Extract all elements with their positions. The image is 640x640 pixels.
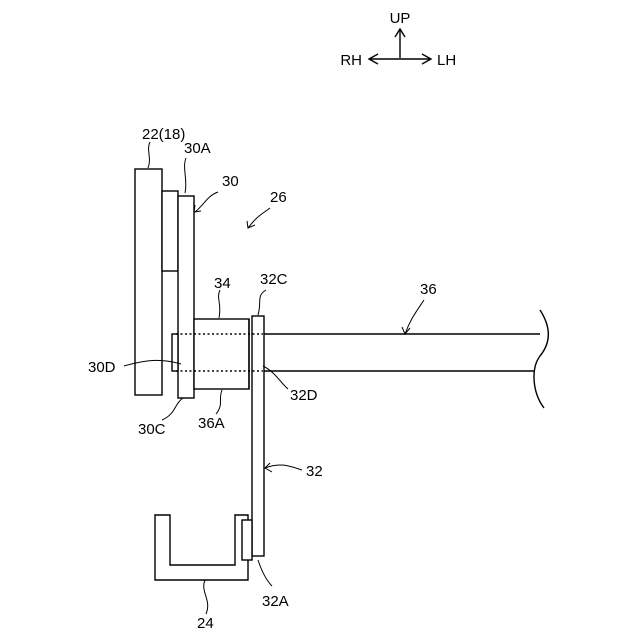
arrowhead-32 [265,463,272,472]
leader-36a [216,390,222,414]
bracket-plate-30 [178,196,194,398]
label-30c: 30C [138,421,166,438]
hanger-32 [252,316,264,556]
label-32: 32 [306,463,323,480]
leader-32a [258,560,272,586]
arrowhead-30 [194,205,201,212]
label-24: 24 [197,615,214,632]
leader-32c [258,290,266,315]
label-22-18: 22(18) [142,126,185,143]
label-36a: 36A [198,415,225,432]
label-32d: 32D [290,387,318,404]
bracket-flange-30d [172,334,178,371]
label-30d: 30D [88,359,116,376]
leader-22 [148,142,150,168]
leader-30 [195,192,218,212]
leader-24 [204,580,208,614]
label-30a: 30A [184,140,211,157]
label-30: 30 [222,173,239,190]
leader-36 [405,300,424,334]
leader-30a [185,158,186,193]
label-32a: 32A [262,593,289,610]
leader-34 [219,290,220,318]
compass-up-label: UP [390,10,411,27]
leader-32 [265,465,302,470]
direction-compass: UP RH LH [340,10,456,69]
pipe-break-line [534,310,548,408]
bracket-plate-30a [162,191,178,271]
collar-34 [194,319,249,389]
compass-rh-label: RH [340,52,362,69]
hanger-flange-32a [242,520,252,560]
label-26: 26 [270,189,287,206]
label-36: 36 [420,281,437,298]
compass-lh-label: LH [437,52,456,69]
hook-24 [155,515,248,580]
leader-26 [248,208,270,228]
leader-30c [162,398,183,420]
leader-32d [263,366,288,389]
label-32c: 32C [260,271,288,288]
label-34: 34 [214,275,231,292]
